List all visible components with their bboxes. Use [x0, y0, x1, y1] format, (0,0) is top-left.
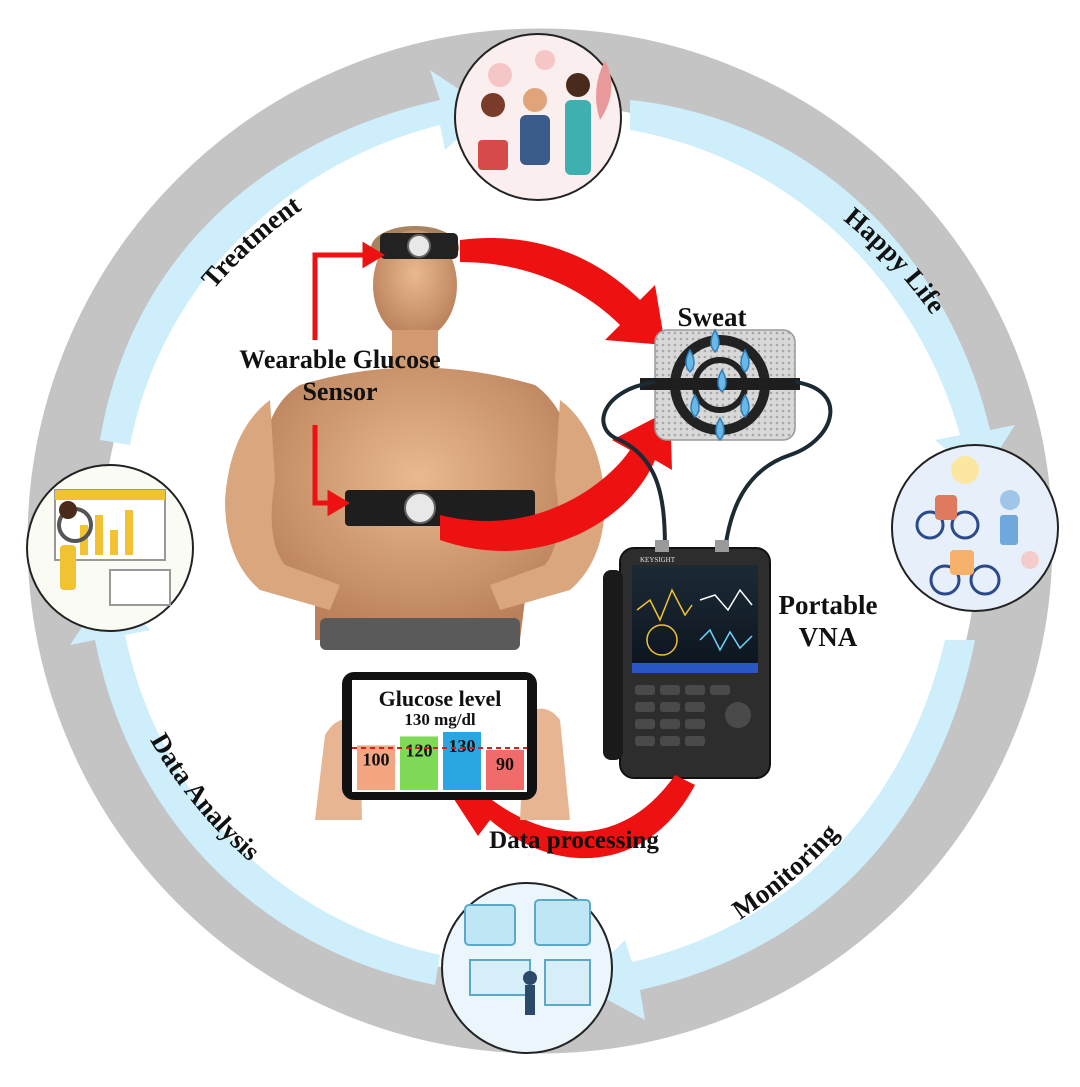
sensor-pointers — [312, 241, 385, 517]
vna-cables — [601, 380, 833, 551]
right-arm — [490, 400, 605, 610]
happy-life-illustration — [891, 444, 1059, 612]
shorts — [320, 618, 520, 650]
tablet-reading: 130 mg/dl — [404, 710, 476, 729]
arrow-happy-life — [630, 100, 1015, 480]
man-figure — [225, 226, 605, 650]
chest-sensor — [404, 492, 436, 524]
arrow-monitoring — [580, 640, 975, 1020]
glucose-bar-label: 120 — [406, 740, 433, 760]
pointer-head-tip — [362, 241, 385, 269]
red-arrow-head-to-sweat — [460, 238, 665, 345]
pointer-chest-tip — [327, 489, 350, 517]
portable-vna-device: KEYSIGHT — [603, 540, 771, 779]
vna-label-line1: Portable — [779, 590, 878, 620]
glucose-bar — [357, 745, 395, 790]
red-arrow-data-processing — [448, 775, 695, 859]
treatment-illustration — [454, 33, 622, 201]
chest-band — [345, 490, 535, 526]
sweat-drops — [685, 328, 750, 442]
vna-brand: KEYSIGHT — [640, 556, 676, 564]
data-processing-label: Data processing — [489, 827, 659, 854]
glucose-tablet: Glucose level 130 mg/dl 100 120 130 90 — [315, 672, 570, 820]
glucose-bar — [486, 749, 524, 790]
pointer-to-head — [312, 252, 368, 340]
sweat-label: Sweat — [678, 302, 747, 332]
tablet-title: Glucose level — [379, 686, 502, 711]
sweat-pad — [640, 328, 800, 442]
data-analysis-illustration — [26, 464, 194, 632]
glucose-bar — [400, 736, 438, 790]
glucose-bar-label: 100 — [363, 749, 390, 769]
red-arrows-to-sweat — [440, 238, 672, 551]
cable-right — [723, 380, 833, 551]
pointer-to-chest — [312, 425, 330, 506]
glucose-bar — [443, 732, 481, 790]
arrow-treatment — [100, 70, 490, 445]
glucose-bars: 100 120 130 90 — [357, 732, 524, 790]
vna-label-line2: VNA — [799, 622, 858, 652]
glucose-bar-label: 130 — [449, 736, 476, 756]
monitoring-illustration — [441, 882, 613, 1054]
sensor-label-line2: Sensor — [302, 377, 377, 406]
vna-keypad — [635, 685, 751, 746]
red-arrow-chest-to-sweat — [440, 410, 672, 551]
neck — [392, 330, 438, 370]
sensor-label-line1: Wearable Glucose — [239, 345, 440, 374]
cable-left — [601, 380, 667, 551]
head-sensor — [407, 234, 431, 258]
left-arm — [225, 400, 340, 610]
glucose-bar-label: 90 — [496, 754, 514, 774]
